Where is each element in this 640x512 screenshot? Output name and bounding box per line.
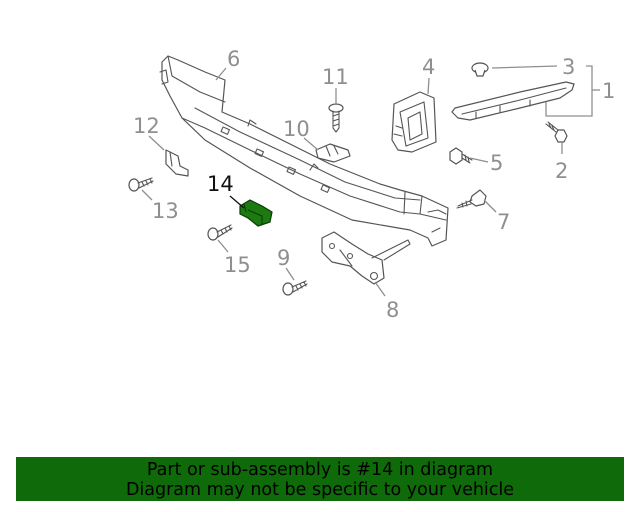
callout-15: 15 [224, 253, 251, 277]
bumper-reinforcement-beam [159, 55, 449, 247]
trim-strip-part-1 [451, 81, 575, 121]
callout-8: 8 [386, 298, 399, 322]
screw-part-9 [282, 280, 308, 296]
parts-diagram: 1 2 3 4 5 6 7 8 9 10 11 12 13 14 15 [128, 47, 615, 322]
bolt-part-7 [456, 189, 487, 209]
bracket-part-4 [391, 91, 437, 153]
callout-13: 13 [152, 199, 179, 223]
screw-part-2 [545, 121, 568, 143]
leader-lines [141, 65, 600, 297]
bracket-part-12 [165, 149, 189, 177]
clip-part-3 [471, 62, 489, 77]
banner-line-part-info: Part or sub-assembly is #14 in diagram [146, 460, 494, 480]
callout-1: 1 [602, 79, 615, 103]
bracket-part-10 [315, 143, 351, 163]
bolt-part-5 [449, 147, 473, 165]
notice-banner: Part or sub-assembly is #14 in diagram D… [16, 457, 624, 501]
callout-3: 3 [562, 55, 575, 79]
callout-11: 11 [322, 65, 349, 89]
callout-numbers: 1 2 3 4 5 6 7 8 9 10 11 12 13 14 15 [133, 47, 615, 322]
callout-14: 14 [207, 172, 234, 196]
callout-7: 7 [497, 210, 510, 234]
callout-9: 9 [277, 246, 290, 270]
screw-part-15 [207, 224, 233, 241]
banner-line-disclaimer: Diagram may not be specific to your vehi… [125, 480, 515, 500]
screw-part-13 [128, 177, 154, 192]
callout-10: 10 [283, 117, 310, 141]
callout-12: 12 [133, 114, 160, 138]
callout-5: 5 [490, 151, 503, 175]
screw-part-11 [328, 103, 344, 133]
highlighted-bracket-part-14 [239, 199, 273, 227]
callout-4: 4 [422, 55, 435, 79]
callout-6: 6 [227, 47, 240, 71]
mounting-bracket-part-8 [321, 231, 411, 285]
callout-2: 2 [555, 159, 568, 183]
